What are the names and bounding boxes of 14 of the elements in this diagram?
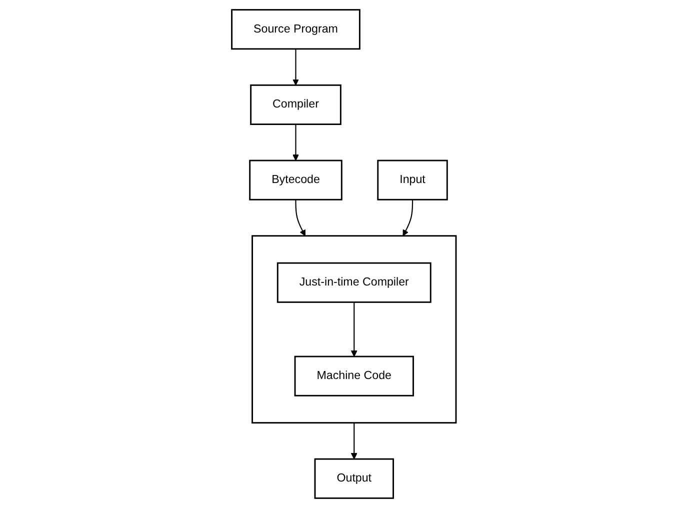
cluster xyxy=(252,235,457,424)
arrow xyxy=(351,422,358,460)
arrow xyxy=(292,48,300,86)
arrow xyxy=(295,200,306,236)
node-box: Input xyxy=(377,160,448,200)
node-box: Compiler xyxy=(250,84,342,126)
node-box: Bytecode xyxy=(249,160,342,200)
node-box: Machine Code xyxy=(294,356,414,396)
node-box: Just-in-time Compiler xyxy=(277,262,432,303)
arrow xyxy=(402,200,414,236)
arrow xyxy=(351,302,358,357)
arrow xyxy=(292,124,300,161)
node-box: Source Program xyxy=(231,9,361,50)
node-box: Output xyxy=(314,458,394,499)
